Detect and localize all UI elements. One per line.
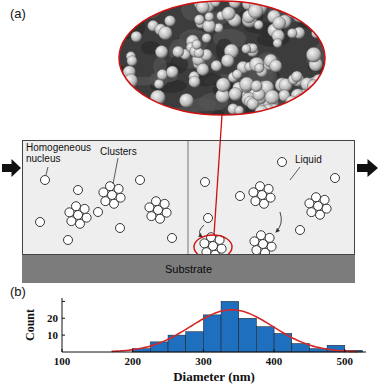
callout-label: Homogeneous nucleus [26, 142, 90, 164]
leader-line [113, 158, 118, 184]
axis-title: Count [23, 309, 38, 341]
tick-label: 500 [337, 355, 354, 367]
histogram [62, 298, 366, 352]
node-label: Substrate [165, 263, 212, 275]
tick-mark [62, 335, 65, 336]
histogram-bar [203, 315, 221, 352]
tick-mark [344, 349, 345, 352]
histogram-bar [221, 301, 239, 352]
callout-label: Clusters [100, 146, 137, 157]
inset-border [119, 1, 325, 115]
tick-mark [203, 349, 204, 352]
tick-mark [62, 349, 63, 352]
tick-label: 300 [195, 355, 212, 367]
deposit-arrow [199, 225, 204, 237]
tick-label: 200 [124, 355, 141, 367]
axis-title: Diameter (nm) [173, 369, 255, 385]
sem-image [98, 0, 340, 127]
particles [36, 158, 340, 260]
panel-label: (a) [10, 6, 26, 21]
tick-mark [132, 349, 133, 352]
liquid-fill [22, 140, 355, 255]
substrate-band: Substrate [22, 255, 355, 283]
tick-mark [62, 318, 65, 319]
tick-mark [274, 349, 275, 352]
axis-line [62, 298, 366, 352]
divider [188, 140, 189, 255]
flow-arrow [357, 159, 378, 177]
histogram-bar [239, 318, 257, 352]
liquid-region: Liquid [22, 140, 355, 255]
tick-label: 20 [47, 312, 58, 324]
deposit-arrow [276, 212, 281, 232]
histogram-bar [256, 327, 274, 352]
panel-label: (b) [10, 284, 26, 299]
fit-curve [111, 310, 357, 352]
zoom-line [214, 115, 222, 235]
tick-label: 10 [47, 329, 58, 341]
tick-mark [62, 301, 65, 302]
tick-label: 100 [54, 355, 71, 367]
flow-arrow [2, 159, 21, 177]
leader-line [290, 167, 300, 180]
leader-line [46, 167, 48, 175]
node-label: Liquid [295, 154, 322, 165]
tick-label: 400 [266, 355, 283, 367]
histogram-bar [186, 332, 204, 352]
